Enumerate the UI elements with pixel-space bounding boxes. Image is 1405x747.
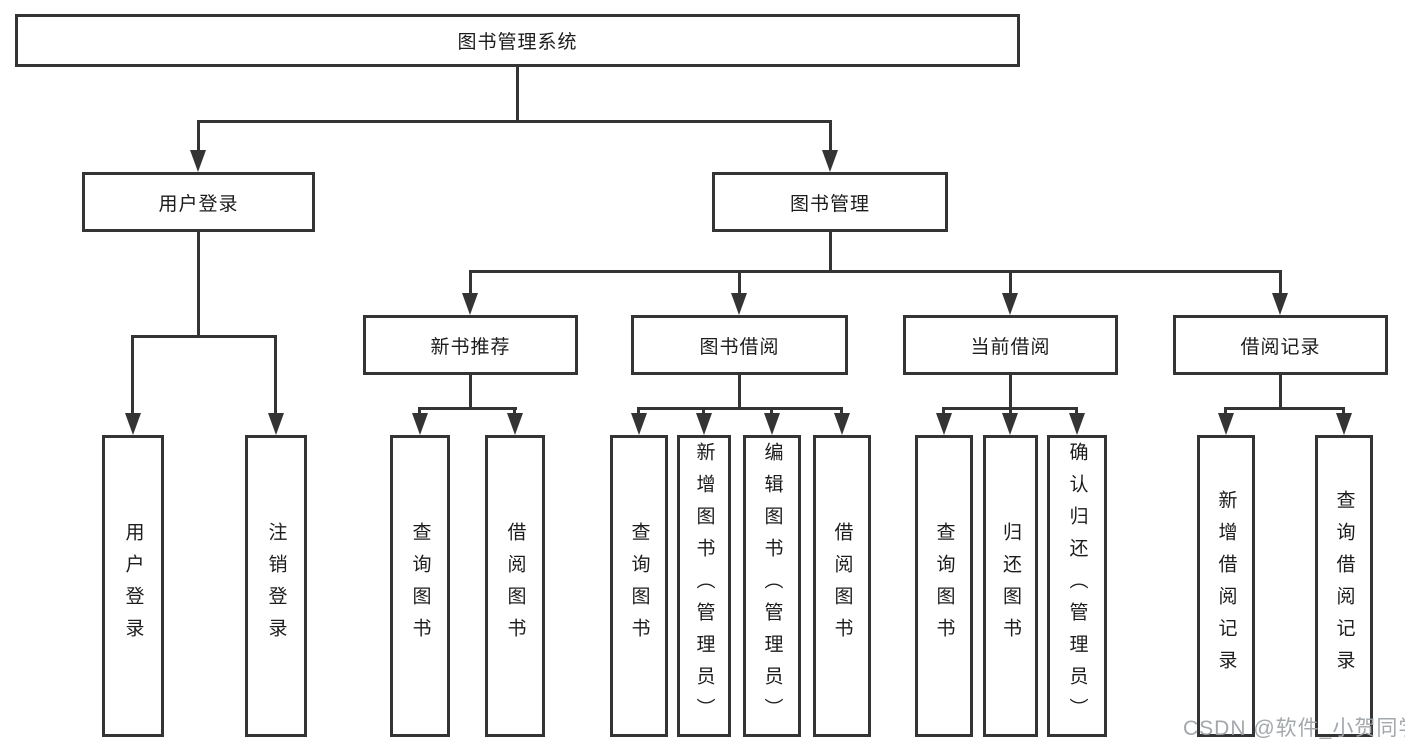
connector-vline	[513, 407, 516, 417]
arrow-down-icon	[731, 293, 747, 315]
arrow-down-icon	[1069, 413, 1085, 435]
arrow-down-icon	[190, 150, 206, 172]
arrow-down-icon	[631, 413, 647, 435]
arrow-down-icon	[1002, 293, 1018, 315]
leaf-query-book-current: 查询图书	[915, 435, 973, 737]
arrow-down-icon	[462, 293, 478, 315]
leaf-query-book-recommend: 查询图书	[390, 435, 450, 737]
connector-vline	[738, 375, 741, 407]
connector-vline	[516, 67, 519, 120]
connector-vline	[829, 120, 832, 152]
node-library-management-system: 图书管理系统	[15, 14, 1020, 67]
arrow-down-icon	[1336, 413, 1352, 435]
arrow-down-icon	[412, 413, 428, 435]
leaf-edit-book-admin: 编辑图书（管理员）	[743, 435, 801, 737]
connector-vline	[942, 407, 945, 417]
connector-vline	[770, 407, 773, 417]
node-new-book-recommendation: 新书推荐	[363, 315, 578, 375]
connector-vline	[274, 335, 277, 415]
connector-hline	[1224, 407, 1345, 410]
arrow-down-icon	[1002, 413, 1018, 435]
arrow-down-icon	[1272, 293, 1288, 315]
arrow-down-icon	[696, 413, 712, 435]
connector-vline	[829, 232, 832, 270]
arrow-down-icon	[125, 413, 141, 435]
connector-vline	[1279, 270, 1282, 295]
arrow-down-icon	[822, 150, 838, 172]
arrow-down-icon	[936, 413, 952, 435]
connector-vline	[1279, 375, 1282, 407]
connector-vline	[197, 120, 200, 152]
connector-vline	[637, 407, 640, 417]
connector-vline	[738, 270, 741, 295]
connector-vline	[1075, 407, 1078, 417]
connector-vline	[702, 407, 705, 417]
arrow-down-icon	[764, 413, 780, 435]
leaf-borrow-book-recommend: 借阅图书	[485, 435, 545, 737]
leaf-borrow-book: 借阅图书	[813, 435, 871, 737]
connector-vline	[469, 375, 472, 407]
connector-hline	[637, 407, 843, 410]
connector-vline	[1224, 407, 1227, 417]
connector-vline	[1342, 407, 1345, 417]
csdn-watermark: CSDN @软件_小贺同学	[1183, 717, 1405, 740]
connector-vline	[131, 335, 134, 415]
leaf-query-borrow-record: 查询借阅记录	[1315, 435, 1373, 737]
leaf-query-book-borrowing: 查询图书	[610, 435, 668, 737]
node-current-borrowing: 当前借阅	[903, 315, 1118, 375]
connector-vline	[197, 232, 200, 335]
connector-hline	[197, 120, 832, 123]
connector-vline	[1009, 375, 1012, 407]
leaf-add-book-admin: 新增图书（管理员）	[677, 435, 731, 737]
node-book-management: 图书管理	[712, 172, 948, 232]
leaf-confirm-return-admin: 确认归还（管理员）	[1047, 435, 1107, 737]
connector-vline	[1009, 270, 1012, 295]
arrow-down-icon	[834, 413, 850, 435]
connector-hline	[469, 270, 1282, 273]
connector-vline	[469, 270, 472, 295]
node-book-borrowing: 图书借阅	[631, 315, 848, 375]
connector-hline	[131, 335, 277, 338]
node-user-login: 用户登录	[82, 172, 315, 232]
connector-vline	[1009, 407, 1012, 417]
leaf-add-borrow-record: 新增借阅记录	[1197, 435, 1255, 737]
arrow-down-icon	[268, 413, 284, 435]
leaf-logout: 注销登录	[245, 435, 307, 737]
connector-vline	[418, 407, 421, 417]
leaf-user-login: 用户登录	[102, 435, 164, 737]
leaf-return-book: 归还图书	[983, 435, 1038, 737]
connector-vline	[840, 407, 843, 417]
arrow-down-icon	[1218, 413, 1234, 435]
arrow-down-icon	[507, 413, 523, 435]
node-borrowing-records: 借阅记录	[1173, 315, 1388, 375]
connector-hline	[418, 407, 517, 410]
